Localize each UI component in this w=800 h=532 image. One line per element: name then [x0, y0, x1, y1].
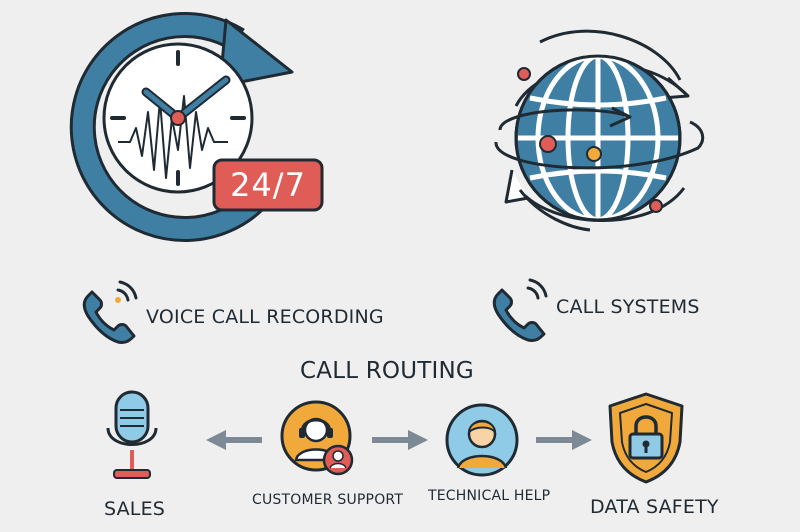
clock-24-7-icon: [60, 0, 360, 242]
call-systems-label: CALL SYSTEMS: [556, 296, 700, 318]
customer-support-label: CUSTOMER SUPPORT: [252, 492, 404, 508]
shield-lock-icon: [604, 390, 688, 486]
badge-24-7: 24/7: [230, 166, 306, 204]
microphone-icon: [104, 388, 160, 484]
globe-icon: [480, 20, 720, 250]
call-routing-title: CALL ROUTING: [300, 358, 474, 384]
technical-help-label: TECHNICAL HELP: [428, 488, 551, 504]
arrow-right-icon: [370, 428, 430, 452]
sales-label: SALES: [104, 498, 166, 520]
data-safety-label: DATA SAFETY: [590, 496, 719, 518]
headset-agent-icon: [280, 400, 360, 480]
arrow-right-icon: [534, 428, 594, 452]
phone-ringing-icon: [74, 276, 144, 346]
technician-avatar-icon: [444, 402, 520, 478]
arrow-left-icon: [204, 428, 264, 452]
voice-call-recording-label: VOICE CALL RECORDING: [146, 306, 384, 328]
phone-ringing-icon: [484, 274, 554, 344]
